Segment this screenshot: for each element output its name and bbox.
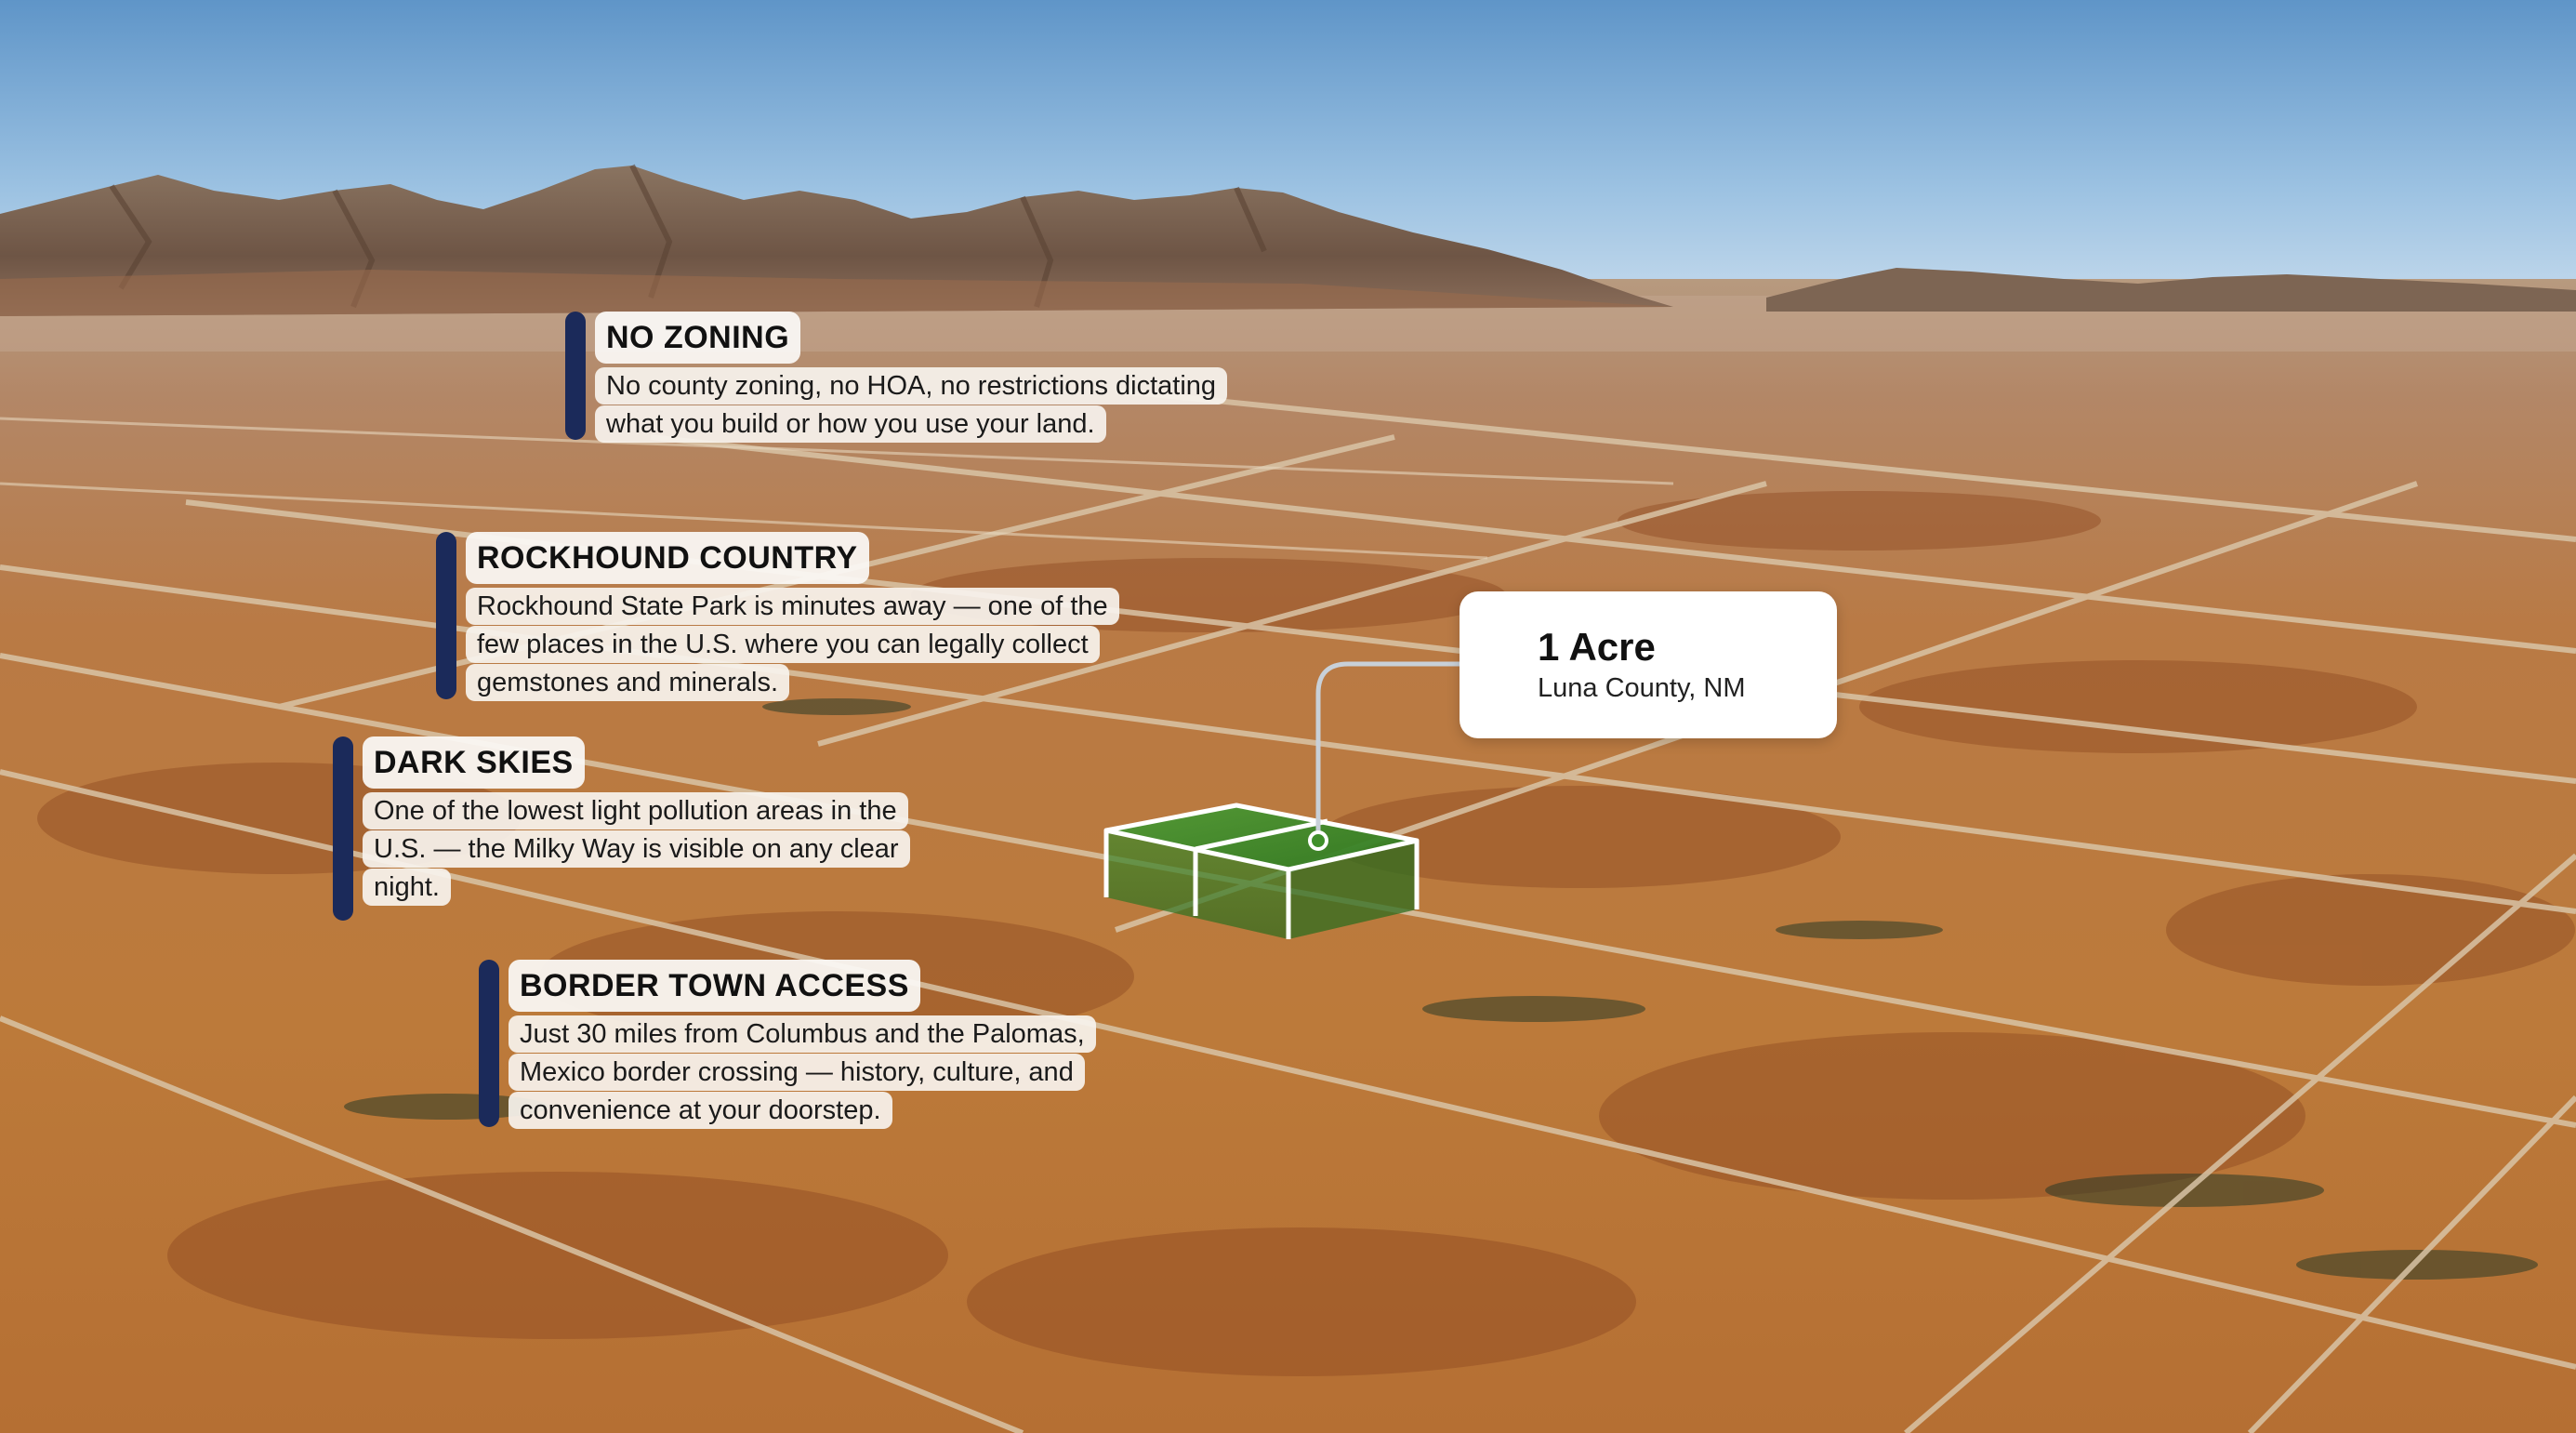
accent-bar [436, 532, 456, 699]
desc-line: what you build or how you use your land. [595, 405, 1106, 443]
desc-line: Rockhound State Park is minutes away — o… [466, 588, 1119, 625]
parcel-pin [1308, 830, 1328, 851]
feature-description: No county zoning, no HOA, no restriction… [595, 367, 1228, 444]
feature-rockhound-country: ROCKHOUND COUNTRY Rockhound State Park i… [436, 532, 1119, 702]
feature-title: BORDER TOWN ACCESS [509, 960, 920, 1012]
parcel-callout: 1 Acre Luna County, NM [1460, 591, 1837, 738]
feature-title: DARK SKIES [363, 736, 585, 789]
desc-line: No county zoning, no HOA, no restriction… [595, 367, 1228, 405]
desc-line: Just 30 miles from Columbus and the Palo… [509, 1015, 1096, 1053]
parcel-location: Luna County, NM [1538, 673, 1746, 703]
feature-description: Rockhound State Park is minutes away — o… [466, 588, 1119, 702]
desc-line: night. [363, 869, 451, 906]
feature-border-town-access: BORDER TOWN ACCESS Just 30 miles from Co… [479, 960, 1096, 1130]
desc-line: few places in the U.S. where you can leg… [466, 626, 1100, 663]
parcel-size: 1 Acre [1538, 625, 1656, 669]
feature-no-zoning: NO ZONING No county zoning, no HOA, no r… [565, 312, 1228, 443]
feature-title: ROCKHOUND COUNTRY [466, 532, 869, 584]
desc-line: U.S. — the Milky Way is visible on any c… [363, 830, 910, 868]
distant-hills [1766, 268, 2576, 312]
feature-description: One of the lowest light pollution areas … [363, 792, 910, 907]
feature-description: Just 30 miles from Columbus and the Palo… [509, 1015, 1096, 1130]
desc-line: Mexico border crossing — history, cultur… [509, 1054, 1085, 1091]
desc-line: convenience at your doorstep. [509, 1092, 892, 1129]
feature-title: NO ZONING [595, 312, 801, 364]
desc-line: One of the lowest light pollution areas … [363, 792, 908, 829]
feature-dark-skies: DARK SKIES One of the lowest light pollu… [333, 736, 910, 921]
callout-leader [1315, 661, 1460, 837]
parcel-highlight [1103, 803, 1420, 939]
accent-bar [333, 736, 353, 921]
desc-line: gemstones and minerals. [466, 664, 789, 701]
accent-bar [479, 960, 499, 1127]
accent-bar [565, 312, 586, 440]
